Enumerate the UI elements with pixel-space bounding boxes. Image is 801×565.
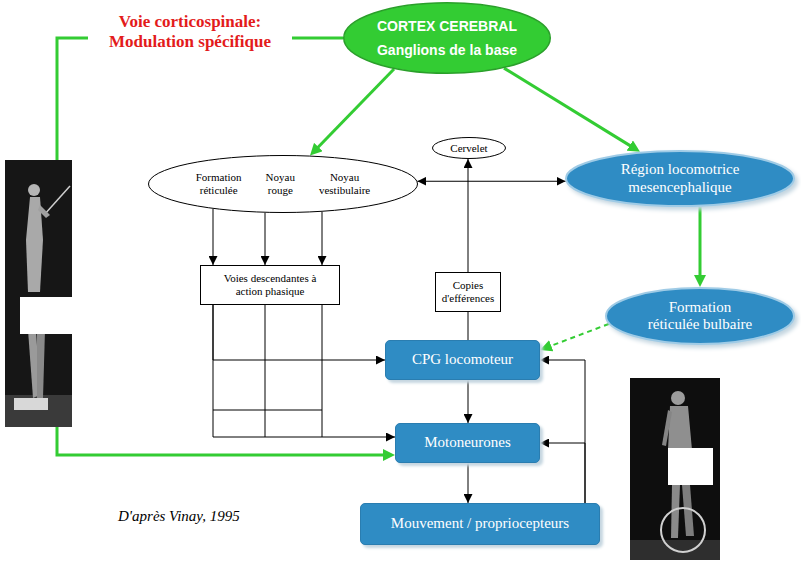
- connector-arrow: [540, 360, 585, 503]
- connector-arrow: [57, 38, 389, 455]
- node-text: Noyau rouge: [266, 171, 295, 196]
- text-group: Formation réticulée Noyau rouge Noyau vest…: [196, 171, 371, 196]
- connector-arrow: [546, 324, 609, 348]
- wheel-circle: [661, 508, 705, 552]
- text-group: Cervelet: [450, 142, 487, 155]
- node-text: Motoneurones: [424, 434, 511, 451]
- node-text: CORTEX CEREBRAL: [377, 18, 517, 34]
- node-text: Voies descendantes à action phasique: [223, 272, 318, 297]
- connector-arrow: [213, 209, 214, 265]
- node-text: Formation réticulée: [196, 171, 242, 196]
- ellipse-node: Cervelet: [432, 137, 506, 159]
- figure-arm: [38, 205, 50, 218]
- pathway-grid: [213, 305, 322, 437]
- text-group: Formation réticulée bulbaire: [643, 299, 757, 334]
- text-group: Mouvement / propriocepteurs: [391, 515, 569, 532]
- connector-arrow: [468, 312, 469, 340]
- text-group: Région locomotrice mesencephalique: [610, 161, 750, 196]
- connector-arrow: [468, 463, 469, 503]
- photo-pole: [44, 186, 70, 215]
- ellipse-node: CORTEX CEREBRAL Ganglions de la base: [343, 2, 551, 74]
- text-group: Voies descendantes à action phasique: [223, 272, 318, 297]
- grid-line: [322, 305, 323, 437]
- figure-leg: [37, 330, 45, 398]
- connector-arrow: [213, 305, 395, 437]
- connector-arrow: [468, 159, 469, 272]
- connector-arrow: [417, 181, 565, 182]
- node-text: Formation réticulée bulbaire: [643, 299, 757, 334]
- ellipse-shape: [149, 156, 418, 213]
- connector-arrow: [322, 212, 323, 265]
- photo-ground: [630, 378, 720, 560]
- connector-arrow: [699, 207, 702, 281]
- connector-group: [57, 38, 700, 503]
- connector-arrow: [265, 213, 266, 265]
- photo-stone: [14, 398, 48, 410]
- pathway-label: Voie corticospinale: Modulation spécifiq…: [88, 12, 292, 51]
- ellipse-shape: [566, 151, 794, 206]
- process-box: CPG locomoteur: [385, 340, 540, 380]
- text-group: Copies d'efférences: [442, 279, 494, 304]
- figure-arm: [662, 410, 672, 446]
- figure-head: [671, 391, 685, 405]
- photo-ground: [5, 160, 72, 427]
- grid-line: [265, 305, 266, 437]
- node-text: Copies d'efférences: [442, 279, 494, 304]
- connector-arrow: [504, 68, 635, 149]
- connector-arrow: [468, 380, 469, 423]
- connector-arrow: [213, 305, 385, 360]
- ellipse-outline: [343, 2, 551, 74]
- node-text: Cervelet: [450, 142, 487, 155]
- node-text: Ganglions de la base: [377, 42, 517, 58]
- wheel-photo: [630, 378, 720, 560]
- process-box: Mouvement / propriocepteurs: [360, 503, 600, 545]
- process-box: Copies d'efférences: [435, 272, 501, 312]
- walking-photo: [5, 160, 90, 427]
- ellipse-shape: [433, 138, 506, 159]
- text-group: Motoneurones: [424, 434, 511, 451]
- node-text: CPG locomoteur: [412, 351, 513, 368]
- figure-head: [28, 184, 40, 196]
- ellipse-node: Formation réticulée bulbaire: [605, 287, 795, 345]
- ellipse-shape: [344, 3, 551, 74]
- source-note: D'après Vinay, 1995: [118, 508, 240, 525]
- ellipse-node: Région locomotrice mesencephalique: [565, 150, 795, 207]
- process-box: Voies descendantes à action phasique: [200, 265, 340, 305]
- text-group: CPG locomoteur: [412, 351, 513, 368]
- grid-line: [213, 410, 322, 411]
- ellipse-shape: [606, 288, 794, 344]
- photo-floor: [5, 395, 72, 427]
- node-text: Région locomotrice mesencephalique: [610, 161, 750, 196]
- text-group: CORTEX CEREBRAL Ganglions de la base: [377, 18, 517, 58]
- process-box: Motoneurones: [395, 423, 540, 463]
- censor-box: [668, 448, 713, 485]
- censor-box: [20, 297, 90, 334]
- connector-arrow: [540, 443, 585, 503]
- connector-arrow: [314, 69, 394, 151]
- node-text: Mouvement / propriocepteurs: [391, 515, 569, 532]
- ellipse-node: Formation réticulée Noyau rouge Noyau vest…: [148, 155, 418, 213]
- node-text: Noyau vestibulaire: [319, 171, 370, 196]
